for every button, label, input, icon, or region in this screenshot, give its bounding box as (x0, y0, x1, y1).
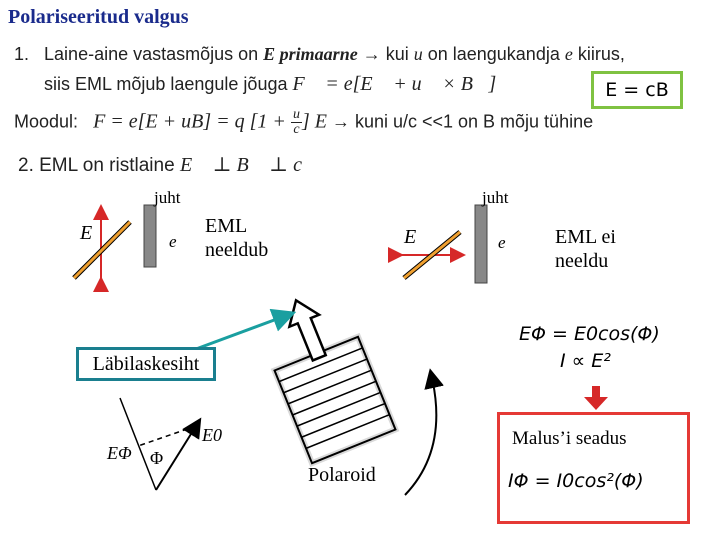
malus-law-box (497, 412, 690, 524)
item1-line1: 1. Laine-aine vastasmõjus on E primaarne… (14, 44, 625, 64)
field-projection-formula: EΦ = E0cos(Φ) (519, 323, 660, 345)
transmission-axis-arrow (195, 308, 297, 351)
left-e-label: E (80, 222, 93, 244)
e-primary: E primaarne (263, 44, 358, 64)
intensity-proportionality: I ∝ E² (560, 350, 611, 372)
angle-diagram (119, 397, 202, 491)
right-wave-line (403, 230, 461, 280)
right-e-label: E (404, 226, 417, 248)
down-arrow (584, 386, 608, 410)
e0-vector (155, 417, 202, 491)
item1-line2: siis EML mõjub laengule jõuga F⃗ = e[E⃗ … (44, 73, 497, 95)
right-result-label: EML ei neeldu (555, 226, 616, 272)
malus-law-title: Malus’i seadus (512, 428, 627, 449)
right-juht-label: juht (482, 188, 509, 207)
left-polarization-diagram (72, 204, 157, 292)
left-conductor-grid (143, 204, 157, 268)
phi-angle-label: Φ (150, 448, 164, 468)
left-result-label: EML neeldub (205, 215, 269, 261)
page-title: Polariseeritud valgus (8, 6, 189, 28)
rotation-arrow (404, 368, 444, 496)
item2-line: 2. EML on ristlaine E⃗ ⊥ B⃗ ⊥ c⃗ (18, 154, 318, 176)
left-wave-line (72, 220, 132, 280)
left-juht-label: juht (154, 188, 181, 207)
polaroid-stack (270, 332, 400, 468)
light-propagation-arrow (287, 298, 328, 363)
e-phi-label: EΦ (107, 443, 132, 463)
right-polarization-diagram (388, 204, 488, 284)
item-number: 1. (14, 44, 30, 64)
e0-label: E0 (202, 425, 222, 445)
projection-axis (119, 397, 157, 491)
transmission-axis-label: Läbilaskesiht (76, 347, 216, 381)
green-box-formula: E = cB (591, 71, 683, 109)
projection-dashed-line (137, 425, 197, 447)
polaroid-label: Polaroid (308, 464, 376, 486)
malus-law-formula: IΦ = I0cos²(Φ) (508, 470, 644, 492)
right-conductor-grid (474, 204, 488, 284)
force-equation: F⃗ = e[E⃗ + u⃗ × B⃗] (292, 73, 497, 95)
left-charge-label: e (169, 232, 177, 251)
right-charge-label: e (498, 233, 506, 252)
